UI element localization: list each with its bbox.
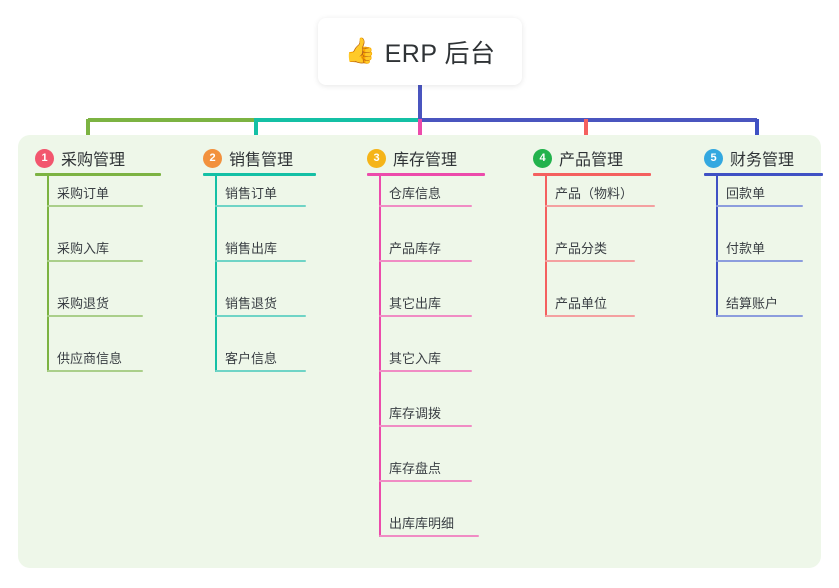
- branch-spine-5: [716, 176, 718, 317]
- branch-spine-1: [47, 176, 49, 372]
- branch-badge-1: 1: [35, 148, 54, 168]
- branch-header-1[interactable]: 1 采购管理: [35, 146, 125, 170]
- leaf-item-underline: [215, 205, 306, 207]
- branch-underline-5: [704, 173, 823, 176]
- leaf-item-underline: [379, 425, 472, 427]
- leaf-item-underline: [716, 260, 803, 262]
- branch-title-3: 库存管理: [393, 152, 458, 169]
- leaf-item-label: 出库库明细: [389, 516, 455, 531]
- leaf-item-label: 采购订单: [57, 186, 110, 201]
- leaf-item-underline: [545, 260, 635, 262]
- leaf-item-label: 采购入库: [57, 241, 110, 256]
- leaf-item-label: 产品单位: [555, 296, 608, 311]
- leaf-item-label: 其它入库: [389, 351, 442, 366]
- leaf-item-label: 库存盘点: [389, 461, 442, 476]
- leaf-item-label: 库存调拨: [389, 406, 442, 421]
- leaf-item-underline: [379, 535, 479, 537]
- branch-spine-4: [545, 176, 547, 317]
- leaf-item-underline: [47, 315, 143, 317]
- leaf-item-underline: [379, 370, 472, 372]
- leaf-item-underline: [379, 260, 472, 262]
- branch-title-2: 销售管理: [229, 152, 294, 169]
- thumbs-up-icon: 👍: [344, 37, 376, 65]
- leaf-item-underline: [47, 205, 143, 207]
- leaf-item-label: 供应商信息: [57, 351, 123, 366]
- branch-title-4: 产品管理: [559, 152, 624, 169]
- branch-badge-5: 5: [704, 148, 723, 168]
- leaf-item-underline: [215, 260, 306, 262]
- leaf-item-underline: [47, 370, 143, 372]
- branch-header-4[interactable]: 4 产品管理: [533, 146, 623, 170]
- leaf-item-label: 产品分类: [555, 241, 608, 256]
- leaf-item-underline: [545, 205, 655, 207]
- leaf-item-label: 销售订单: [225, 186, 278, 201]
- branch-badge-2: 2: [203, 148, 222, 168]
- leaf-item-underline: [47, 260, 143, 262]
- leaf-item-label: 产品（物料）: [555, 186, 634, 201]
- branch-underline-4: [533, 173, 651, 176]
- branch-badge-3: 3: [367, 148, 386, 168]
- leaf-item-label: 采购退货: [57, 296, 110, 311]
- branch-header-2[interactable]: 2 销售管理: [203, 146, 293, 170]
- leaf-item-label: 客户信息: [225, 351, 278, 366]
- leaf-item-label: 仓库信息: [389, 186, 442, 201]
- leaf-item-underline: [215, 370, 306, 372]
- branch-header-5[interactable]: 5 财务管理: [704, 146, 794, 170]
- leaf-item-underline: [215, 315, 306, 317]
- root-node-title: ERP 后台: [384, 39, 496, 68]
- branch-spine-3: [379, 176, 381, 537]
- branches-panel: 1 采购管理采购订单采购入库采购退货供应商信息 2 销售管理销售订单销售出库销售退货客…: [18, 135, 823, 568]
- leaf-item-label: 销售出库: [225, 241, 278, 256]
- branch-header-3[interactable]: 3 库存管理: [367, 146, 457, 170]
- leaf-item-underline: [379, 205, 472, 207]
- branch-badge-4: 4: [533, 148, 552, 168]
- leaf-item-label: 回款单: [726, 186, 766, 201]
- leaf-item-label: 产品库存: [389, 241, 442, 256]
- leaf-item-label: 结算账户: [726, 296, 779, 311]
- branch-spine-2: [215, 176, 217, 372]
- branch-title-5: 财务管理: [730, 152, 795, 169]
- branch-underline-1: [35, 173, 161, 176]
- leaf-item-underline: [379, 315, 472, 317]
- branch-underline-2: [203, 173, 316, 176]
- leaf-item-label: 付款单: [726, 241, 766, 256]
- branch-title-1: 采购管理: [61, 152, 126, 169]
- root-node-card[interactable]: 👍 ERP 后台: [318, 18, 522, 85]
- leaf-item-label: 销售退货: [225, 296, 278, 311]
- leaf-item-label: 其它出库: [389, 296, 442, 311]
- leaf-item-underline: [716, 205, 803, 207]
- leaf-item-underline: [379, 480, 472, 482]
- leaf-item-underline: [716, 315, 803, 317]
- branch-underline-3: [367, 173, 485, 176]
- leaf-item-underline: [545, 315, 635, 317]
